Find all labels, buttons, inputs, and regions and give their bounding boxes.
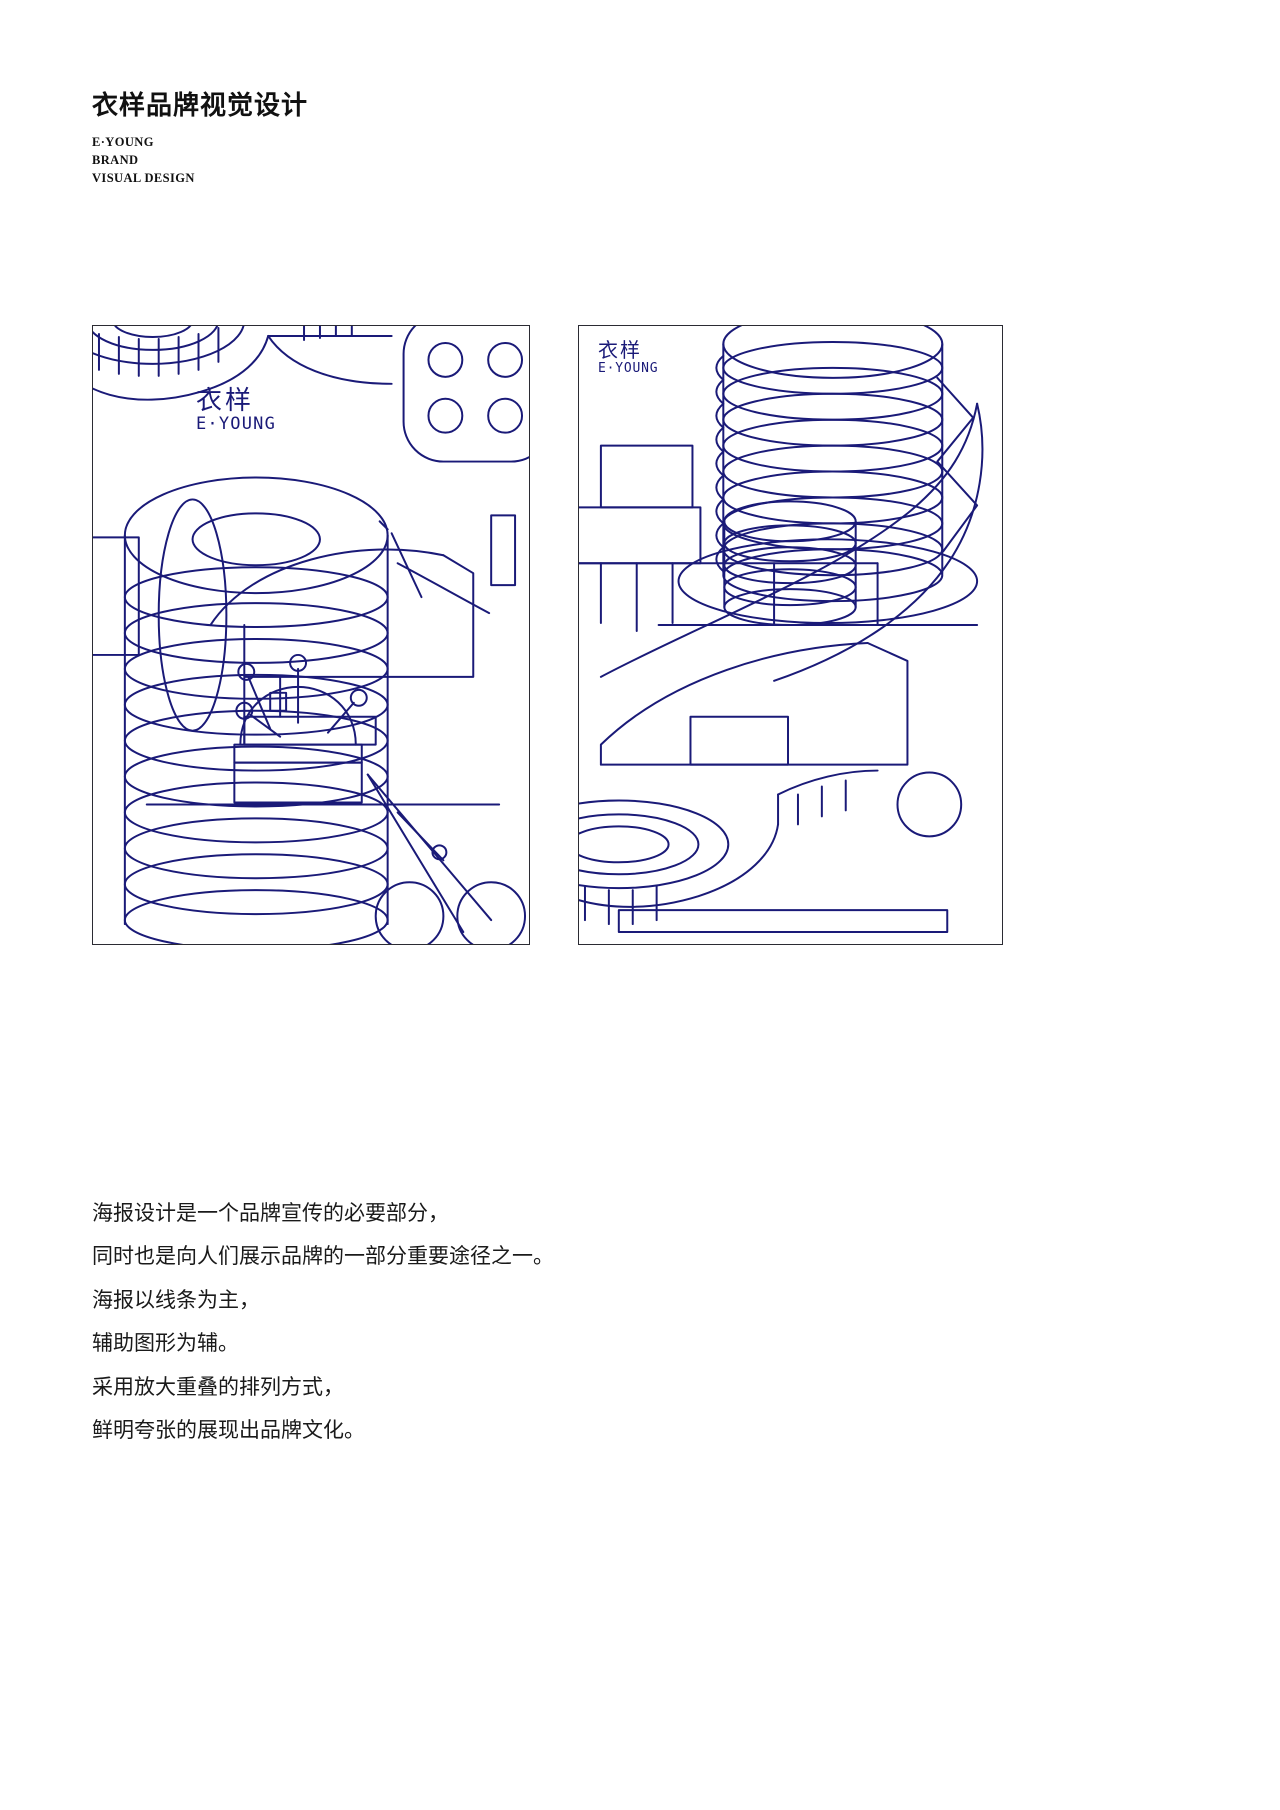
- brand-logo-cn: 衣样: [196, 386, 255, 416]
- fabric-block-icon: [579, 444, 879, 633]
- button-icon: [402, 326, 529, 463]
- body-copy-line: 同时也是向人们展示品牌的一部分重要途径之一。: [92, 1244, 554, 1269]
- poster-right-illustration: [579, 326, 984, 934]
- circle-button-icon: [896, 771, 963, 838]
- body-copy: 海报设计是一个品牌宣传的必要部分， 同时也是向人们展示品牌的一部分重要途径之一。…: [92, 1192, 554, 1453]
- subtitle-line-brand-en: E·YOUNG: [92, 134, 154, 149]
- body-copy-line: 辅助图形为辅。: [92, 1331, 239, 1356]
- body-copy-line: 鲜明夸张的展现出品牌文化。: [92, 1418, 365, 1443]
- measuring-tape-icon: [93, 326, 270, 401]
- iron-shape-icon: [599, 641, 909, 766]
- thread-line-icon: [599, 402, 984, 682]
- page-title: 衣样品牌视觉设计: [92, 91, 309, 120]
- ruler-strip-icon: [267, 326, 393, 385]
- poster-gallery: [0, 325, 1280, 950]
- thread-loop-icon: [157, 498, 228, 732]
- brand-logo-left: 衣样 E·YOUNG: [196, 388, 276, 433]
- brand-logo-en: E·YOUNG: [598, 361, 659, 376]
- needle-icon: [378, 520, 491, 615]
- page-header: 衣样品牌视觉设计 E·YOUNG BRAND VISUAL DESIGN: [92, 91, 309, 187]
- page-subtitle: E·YOUNG BRAND VISUAL DESIGN: [92, 133, 308, 187]
- thread-spool-large-icon: [715, 326, 944, 603]
- thread-spool-icon: [123, 476, 389, 944]
- brand-logo-cn: 衣样: [598, 338, 642, 362]
- spool-base-icon: [657, 538, 979, 627]
- poster-thread-spool: [578, 325, 1003, 945]
- poster-sewing-tools: [92, 325, 530, 945]
- zigzag-edge-icon: [936, 376, 979, 553]
- measuring-tape-swirl-icon: [579, 769, 949, 934]
- body-copy-line: 海报以线条为主，: [92, 1287, 260, 1312]
- subtitle-line-visual-design: VISUAL DESIGN: [92, 170, 195, 185]
- body-copy-line: 采用放大重叠的排列方式，: [92, 1374, 344, 1399]
- brand-logo-right: 衣样 E·YOUNG: [598, 340, 658, 375]
- poster-left-illustration: [93, 326, 529, 944]
- sewing-machine-icon: [93, 514, 517, 806]
- brand-logo-en: E·YOUNG: [196, 414, 277, 434]
- subtitle-line-brand: BRAND: [92, 152, 139, 167]
- body-copy-line: 海报设计是一个品牌宣传的必要部分，: [92, 1201, 449, 1225]
- scissors-icon: [366, 773, 527, 944]
